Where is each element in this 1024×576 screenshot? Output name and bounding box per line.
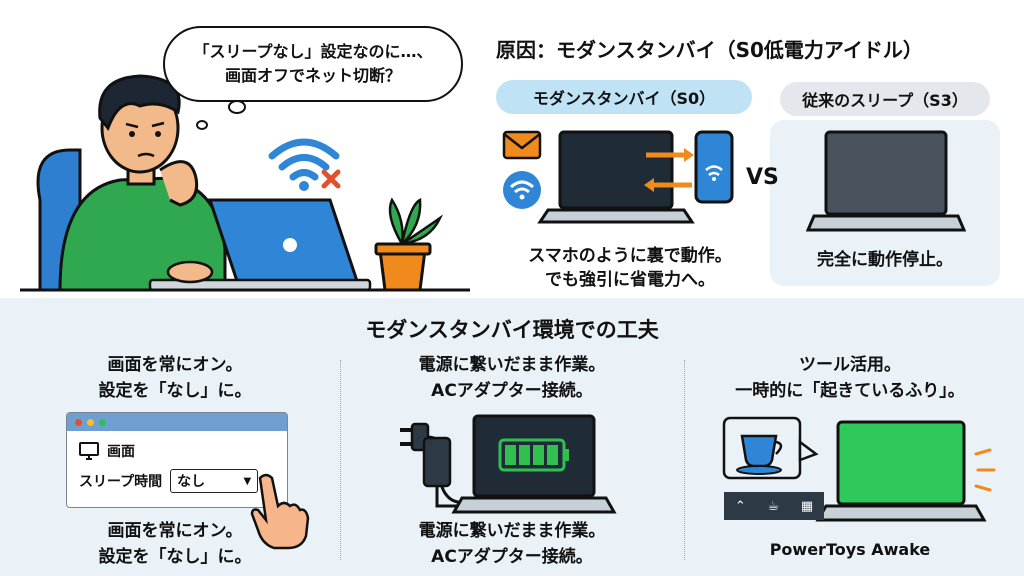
divider-1	[340, 360, 341, 560]
monitor-icon	[79, 442, 99, 460]
s0-illustration	[502, 130, 734, 224]
ac-adapter-illustration	[400, 414, 617, 514]
powertoys-awake-label: PowerToys Awake	[769, 540, 931, 559]
tip-1-footer-line-1: 画面を常にオン。	[107, 521, 243, 541]
pointing-hand-icon	[250, 473, 310, 550]
tip-1-heading-line-2: 設定を「なし」に。	[98, 381, 252, 401]
s0-caption: スマホのように裏で動作。 でも強引に省電力へ。	[500, 244, 760, 292]
awake-illustration	[722, 416, 996, 522]
chevron-down-icon: ▼	[243, 475, 252, 487]
bubble-dot-large	[228, 100, 246, 114]
sleep-time-value: なし	[177, 474, 206, 490]
tip-2-heading-line-2: ACアダプター接続。	[431, 381, 593, 401]
tray-coffee-icon[interactable]: ☕	[767, 498, 780, 514]
vs-label: VS	[746, 165, 779, 190]
wifi-off-icon	[268, 138, 341, 191]
tip-2-footer-line-1: 電源に繋いだまま作業。	[418, 521, 606, 541]
s3-caption: 完全に動作停止。	[817, 250, 953, 270]
s3-label: 従来のスリープ（S3）	[780, 82, 990, 116]
bubble-dot-small	[196, 120, 208, 130]
tray-app-icon[interactable]: ▦	[800, 498, 814, 514]
person-illustration	[20, 74, 470, 292]
bubble-line-2: 画面オフでネット切断？	[224, 66, 401, 85]
tip-2-footer-line-2: ACアダプター接続。	[431, 547, 593, 567]
tip-2-footer: 電源に繋いだまま作業。 ACアダプター接続。	[352, 518, 672, 570]
divider-2	[684, 360, 685, 560]
chevron-up-icon[interactable]: ⌃	[734, 498, 746, 514]
tip-3-heading: ツール活用。 一時的に「起きているふり」。	[690, 352, 1010, 404]
tip-1-footer: 画面を常にオン。 設定を「なし」に。	[20, 518, 330, 570]
sleep-setting-row: スリープ時間 なし ▼	[79, 469, 259, 493]
battery-full-icon	[498, 438, 569, 472]
tip-3-heading-line-2: 一時的に「起きているふり」。	[735, 381, 965, 401]
tip-1-footer-line-2: 設定を「なし」に。	[98, 547, 252, 567]
s0-label: モダンスタンバイ（S0）	[496, 80, 752, 114]
sleep-time-label: スリープ時間	[79, 474, 163, 490]
bubble-line-1: 「スリープなし」設定なのに…、	[193, 42, 433, 61]
display-section: 画面	[79, 441, 135, 461]
cause-title: 原因：モダンスタンバイ（S0低電力アイドル）	[496, 38, 923, 62]
tip-3-heading-line-1: ツール活用。	[799, 355, 901, 375]
coffee-cup-icon	[736, 434, 783, 475]
tip-1-heading: 画面を常にオン。 設定を「なし」に。	[20, 352, 330, 404]
mail-icon	[502, 130, 542, 160]
s3-laptop-illustration	[806, 130, 966, 232]
s0-caption-line-2: でも強引に省電力へ。	[545, 270, 715, 290]
window-close-dot[interactable]	[75, 418, 82, 426]
s0-caption-line-1: スマホのように裏で動作。	[528, 246, 732, 266]
window-minimize-dot[interactable]	[87, 418, 94, 426]
tip-2-heading-line-1: 電源に繋いだまま作業。	[418, 355, 606, 375]
display-section-label: 画面	[107, 444, 135, 460]
tip-1-heading-line-1: 画面を常にオン。	[107, 355, 243, 375]
sleep-time-select[interactable]: なし ▼	[170, 469, 259, 493]
wifi-icon	[503, 171, 541, 209]
settings-window: 画面 スリープ時間 なし ▼	[66, 412, 288, 508]
tip-2-heading: 電源に繋いだまま作業。 ACアダプター接続。	[352, 352, 672, 404]
section-title: モダンスタンバイ環境での工夫	[365, 318, 659, 342]
window-maximize-dot[interactable]	[99, 418, 106, 426]
thought-bubble: 「スリープなし」設定なのに…、 画面オフでネット切断？	[163, 26, 463, 102]
system-tray: ⌃ ☕ ▦	[724, 492, 824, 520]
settings-window-titlebar	[67, 413, 287, 431]
